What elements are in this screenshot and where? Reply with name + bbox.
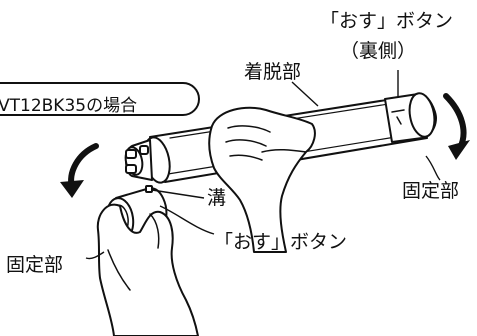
label-detachable-part: 着脱部 bbox=[244, 61, 302, 83]
leader-fixed-right bbox=[425, 155, 441, 181]
tube-left-end bbox=[124, 136, 171, 184]
label-groove: 溝 bbox=[207, 187, 227, 209]
model-tag: VT12BK35の場合 bbox=[0, 82, 200, 116]
rotation-arrow-left bbox=[60, 143, 99, 198]
leader-fixed-left bbox=[85, 251, 105, 260]
label-fixed-part-right: 固定部 bbox=[402, 180, 460, 202]
rotation-arrow-right bbox=[443, 93, 470, 160]
leader-groove bbox=[151, 189, 205, 199]
hand-upper bbox=[208, 106, 316, 253]
leader-detachable bbox=[291, 81, 319, 107]
leader-push-button bbox=[159, 205, 215, 235]
label-back-side: （裏側） bbox=[340, 40, 417, 62]
label-push-button-back: 「おす」ボタン bbox=[320, 10, 454, 32]
fixed-part-right-cap bbox=[384, 92, 437, 143]
leader-lines bbox=[85, 70, 441, 260]
model-tag-text: VT12BK35の場合 bbox=[0, 96, 138, 116]
hand-lower bbox=[96, 203, 199, 336]
label-fixed-part-left: 固定部 bbox=[6, 254, 64, 276]
label-push-button: 「おす」ボタン bbox=[214, 231, 348, 253]
